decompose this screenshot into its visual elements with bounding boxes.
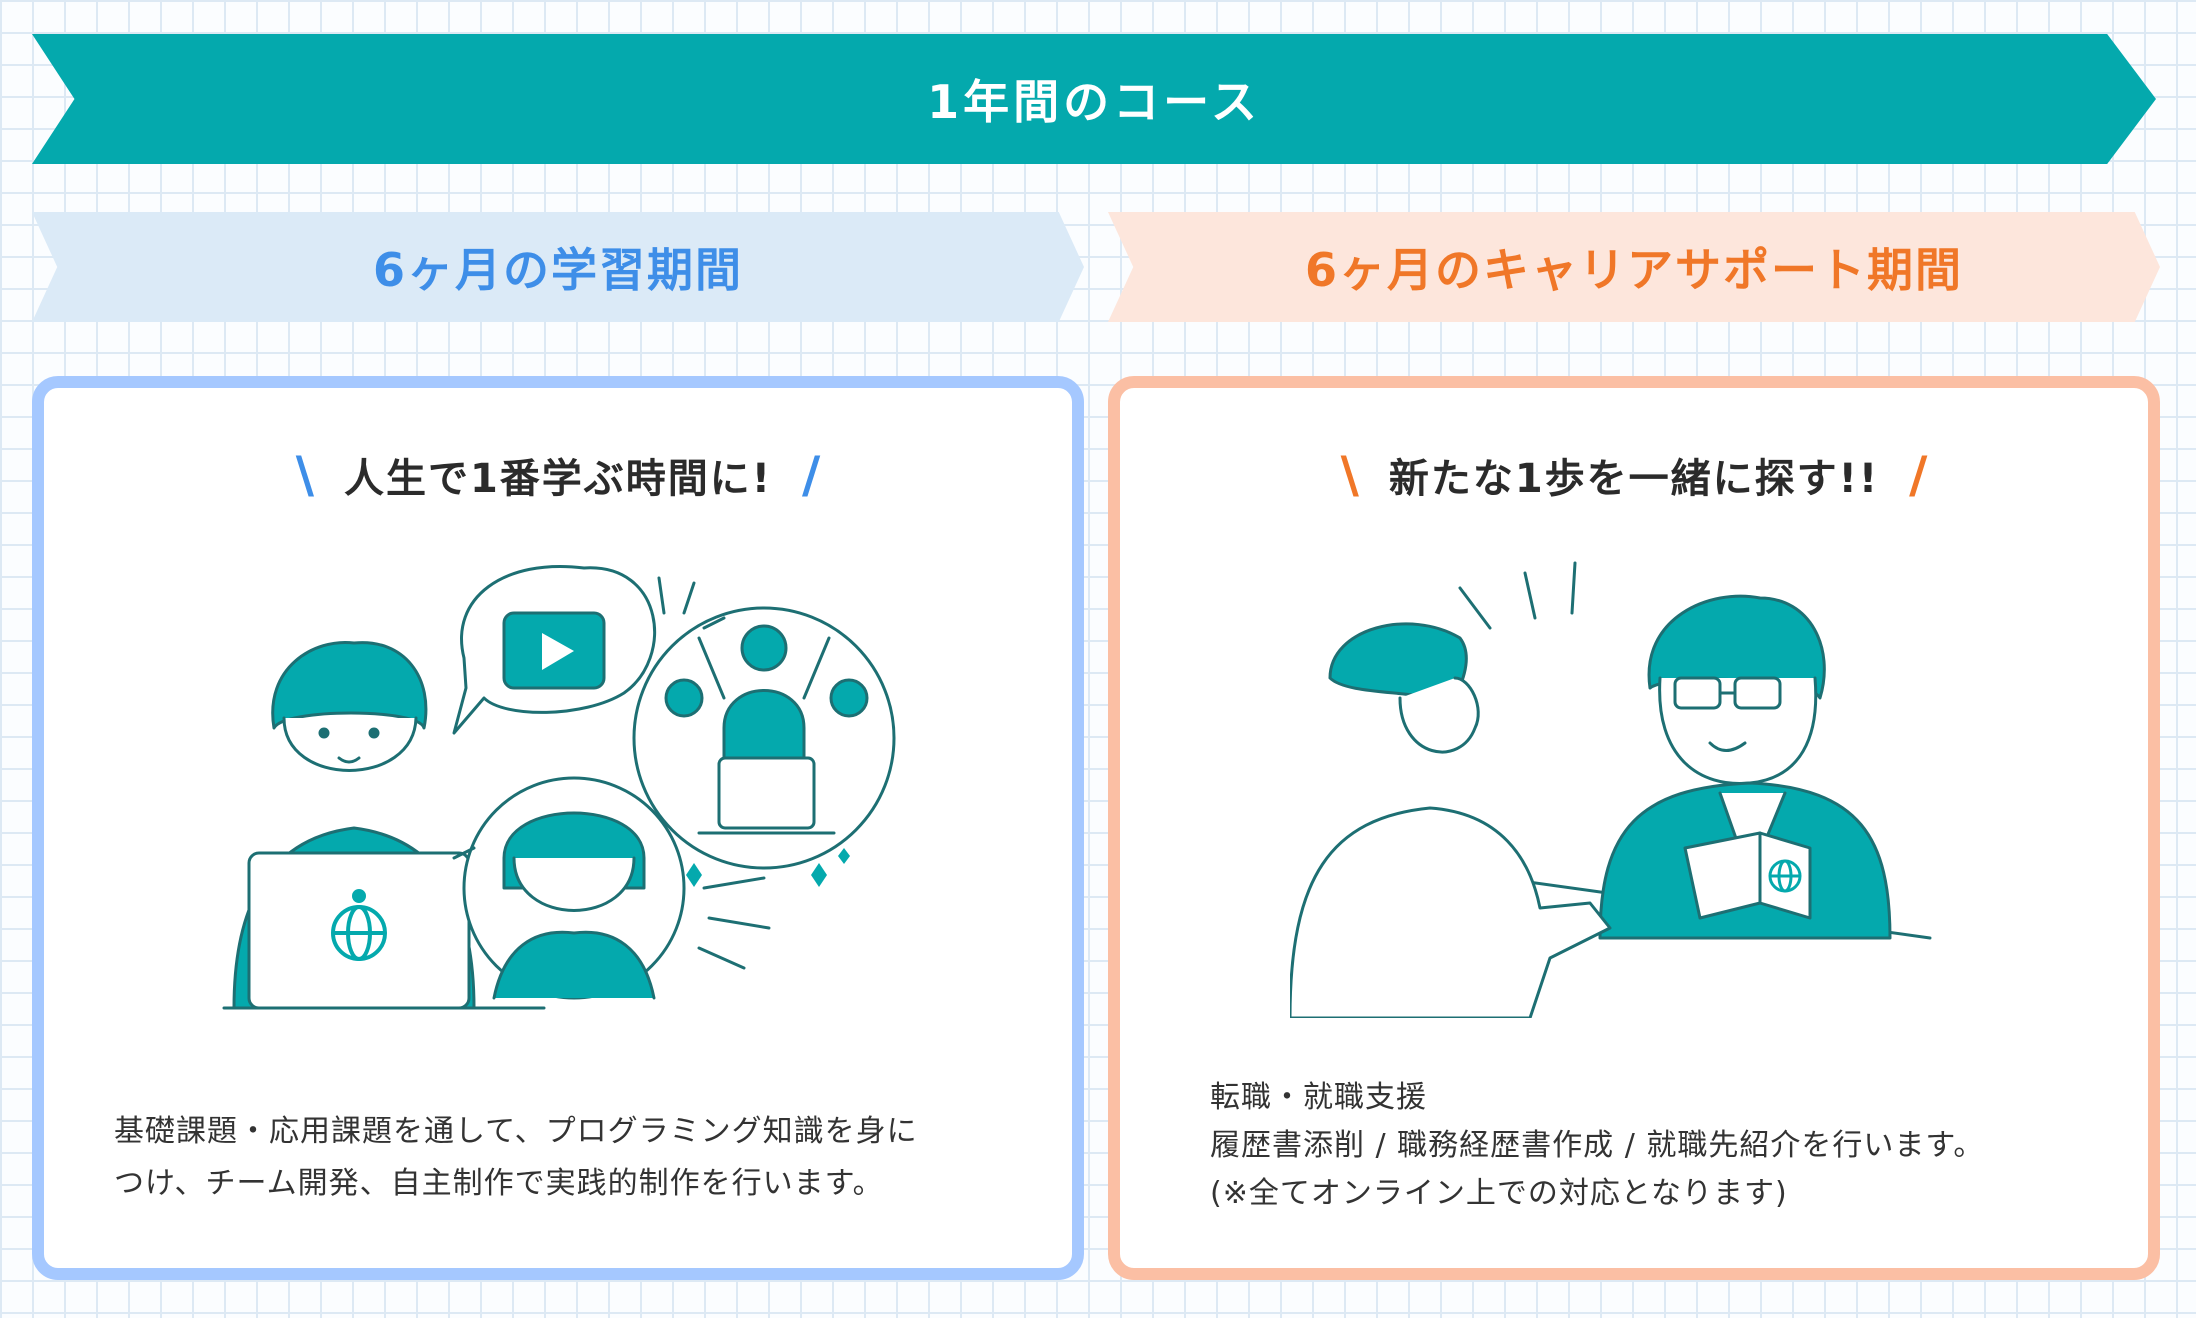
career-illustration bbox=[1290, 561, 1932, 1018]
learning-description-line: 基礎課題・応用課題を通して、プログラミング知識を身に bbox=[114, 1114, 918, 1149]
learning-panel: \ 人生で1番学ぶ時間に! / bbox=[32, 376, 1084, 1280]
slash-left-decoration: \ bbox=[295, 446, 314, 504]
globe-icon bbox=[1768, 859, 1802, 893]
career-description: 転職・就職支援 履歴書添削 / 職務経歴書作成 / 就職先紹介を行います。 (※… bbox=[1210, 1074, 1984, 1218]
career-phase-title: 6ヶ月のキャリアサポート期間 bbox=[1304, 243, 1963, 297]
learning-phase-banner: 6ヶ月の学習期間 bbox=[32, 212, 1084, 322]
career-headline-text: 新たな1歩を一緒に探す!! bbox=[1388, 456, 1880, 502]
play-icon bbox=[542, 633, 574, 670]
course-banner: 1年間のコース bbox=[32, 34, 2156, 164]
career-description-line: 履歴書添削 / 職務経歴書作成 / 就職先紹介を行います。 bbox=[1210, 1128, 1985, 1163]
learning-phase-title: 6ヶ月の学習期間 bbox=[372, 243, 743, 297]
slash-right-decoration: / bbox=[802, 446, 821, 504]
globe-icon bbox=[331, 889, 387, 961]
learning-description: 基礎課題・応用課題を通して、プログラミング知識を身に つけ、チーム開発、自主制作… bbox=[114, 1106, 918, 1210]
course-title: 1年間のコース bbox=[927, 75, 1261, 129]
learning-illustration bbox=[222, 565, 896, 1010]
learning-description-line: つけ、チーム開発、自主制作で実践的制作を行います。 bbox=[114, 1166, 884, 1201]
slash-right-decoration: / bbox=[1909, 446, 1928, 504]
career-headline: \ 新たな1歩を一緒に探す!! / bbox=[1120, 446, 2148, 504]
career-description-line: 転職・就職支援 bbox=[1210, 1080, 1427, 1115]
learning-headline-text: 人生で1番学ぶ時間に! bbox=[343, 456, 773, 502]
sparkle-icon bbox=[686, 848, 850, 887]
career-phase-banner: 6ヶ月のキャリアサポート期間 bbox=[1108, 212, 2160, 322]
slash-left-decoration: \ bbox=[1340, 446, 1359, 504]
career-description-line: (※全てオンライン上での対応となります) bbox=[1210, 1176, 1788, 1211]
learning-headline: \ 人生で1番学ぶ時間に! / bbox=[44, 446, 1072, 504]
career-panel: \ 新たな1歩を一緒に探す!! / bbox=[1108, 376, 2160, 1280]
